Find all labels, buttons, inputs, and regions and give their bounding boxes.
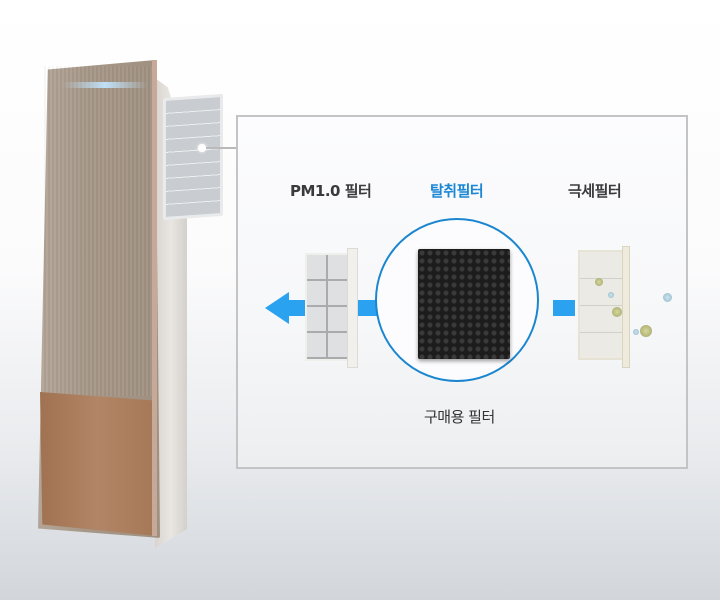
label-purchase-filter: 구매용 필터 — [424, 408, 495, 426]
airflow-arrow-icon — [265, 292, 289, 324]
airflow-segment-right — [553, 300, 575, 316]
fine-filter-image — [578, 250, 626, 360]
dust-particle-icon — [663, 293, 672, 302]
callout-dot — [198, 144, 206, 152]
rose-gold-trim — [152, 60, 157, 536]
pm-filter-frame — [347, 248, 358, 368]
callout-line — [206, 147, 237, 149]
pm-filter-image — [305, 253, 351, 361]
wood-panel — [40, 392, 156, 536]
dust-particle-icon — [595, 278, 603, 286]
airflow-segment-mid — [350, 300, 382, 316]
status-light — [62, 82, 148, 88]
label-pm-filter: PM1.0 필터 — [290, 182, 372, 200]
dust-particle-icon — [612, 307, 622, 317]
label-deodorizing-filter: 탈취필터 — [430, 182, 484, 200]
dust-particle-icon — [633, 329, 639, 335]
fine-filter-frame — [622, 246, 630, 368]
carbon-filter-image — [418, 249, 510, 359]
front-texture — [42, 66, 156, 396]
label-fine-filter: 극세필터 — [568, 182, 622, 200]
dust-particle-icon — [640, 325, 652, 337]
dust-particle-icon — [608, 292, 614, 298]
open-filter-door — [163, 93, 223, 221]
